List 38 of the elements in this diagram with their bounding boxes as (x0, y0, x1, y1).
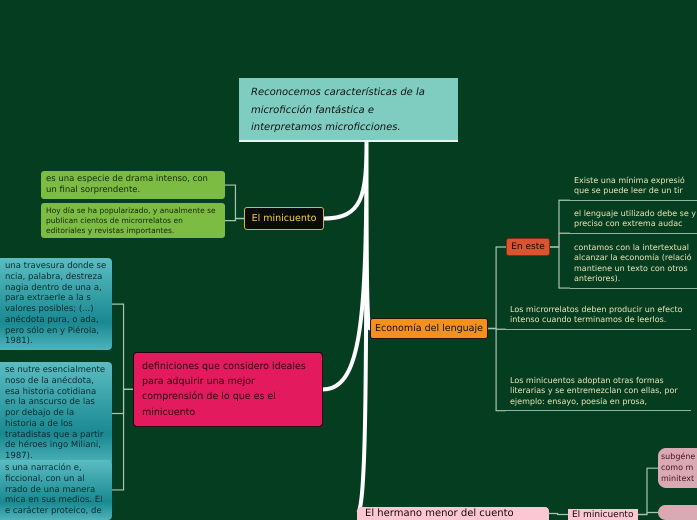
connector-line (550, 246, 570, 289)
node-text: El minicuento (572, 510, 634, 520)
node-text: el lenguaje utilizado debe se y preciso con extrema audac (574, 209, 697, 230)
note-box (41, 203, 225, 238)
node-text: s una narración e, ficcional, con un al rrado de una manera mica en sus medios. El e carácter proteico, de (5, 463, 104, 517)
quote-box (0, 460, 112, 520)
node-text: subgéne como m minitext (661, 452, 694, 484)
topic-box (357, 507, 549, 520)
topic-box (244, 207, 324, 230)
node-text: contamos con la intertextual alcanzar la economía (relació mantiene un texto con otros anteriores). (574, 243, 693, 285)
node-text: El minicuento (250, 213, 318, 224)
node-text: es una especie de drama intenso, con un final sorprendente. (46, 174, 209, 196)
topic-box (370, 318, 488, 339)
subtopic-box (506, 238, 550, 256)
node-text: una travesura donde se ncia, palabra, destreza nagia dentro de una a, para extraerle a la s valores posibles; (...) anécdota pura, o ada, pero sólo en y Piérola, 1981). (5, 261, 107, 348)
note-text (506, 376, 691, 412)
connector-line (638, 512, 658, 516)
node-text: se nutre esencialmente noso de la anécdota, esa historia cotidiana en la anscurso de las por debajo de la historia a de los tratadistas que a partir de héroes ingo Miliani, 1987). (5, 365, 106, 462)
node-text: Existe una mínima expresió que se puede leer de un tir (574, 176, 686, 197)
note-text (570, 176, 697, 201)
connector-line (488, 328, 506, 412)
subtopic-box (568, 509, 638, 520)
node-text: En este (511, 242, 545, 252)
note-box (41, 171, 225, 200)
node-text: Los microrrelatos deben producir un efecto intenso cuando terminamos de leerlos. (510, 305, 684, 326)
connector-line (112, 388, 133, 491)
note-text (506, 305, 691, 330)
node-text: Los minicuentos adoptan otras formas literarias y se entremezclan con ellas, por ejemplo: ensayo, poesía en prosa, (510, 376, 679, 408)
topic-box (133, 352, 323, 427)
connector-line (225, 218, 244, 222)
node-text: Economía del lenguaje (374, 323, 484, 334)
title-box (239, 78, 458, 142)
note-text (570, 209, 697, 234)
node-text: Reconocemos características de la microficción fantástica e interpretamos microficciones. (251, 86, 426, 135)
node-text: definiciones que considero ideales para adquirir una mejor comprensión de lo que es el minicuento (142, 360, 307, 420)
box-shape (658, 505, 697, 520)
node-text: El hermano menor del cuento (365, 508, 515, 519)
connector-line (549, 512, 568, 516)
